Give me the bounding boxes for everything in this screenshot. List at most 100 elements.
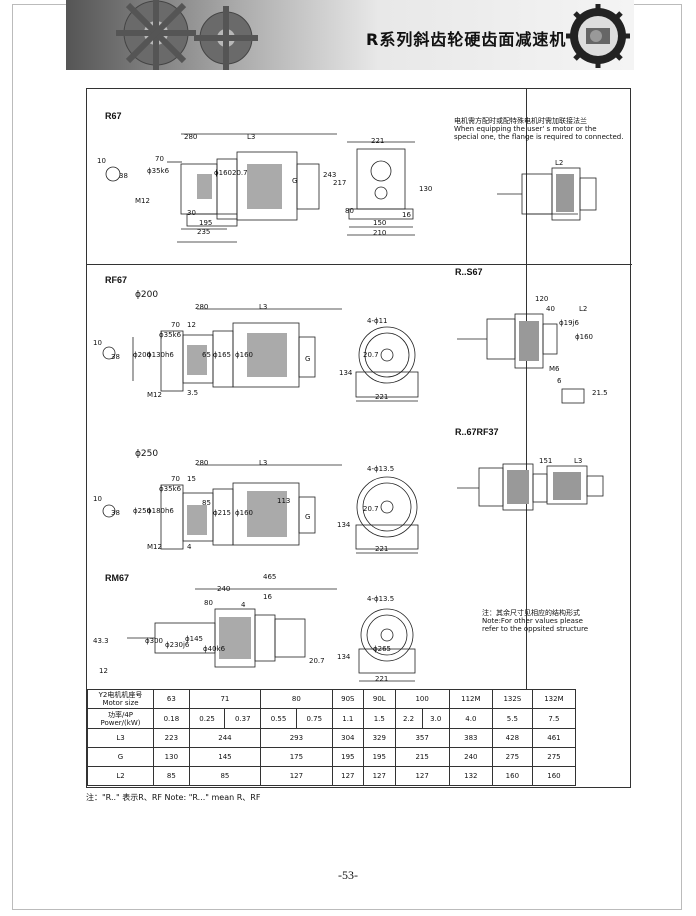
table-cell: 329 <box>363 728 396 748</box>
section-label-r67: R67 <box>105 111 122 121</box>
table-cell: 4.0 <box>448 708 493 729</box>
motor-note-en-2: special one, the flange is required to c… <box>454 133 624 141</box>
other-note-en-1: Note:For other values please <box>482 617 583 625</box>
dim-label: ϕ160 <box>575 333 593 341</box>
dim-label: 280 <box>195 459 209 467</box>
rf67-250-side-drawing <box>102 464 342 550</box>
dim-label: 20.7 <box>363 351 379 359</box>
dim-label: 120 <box>535 295 549 303</box>
dim-label: ϕ160 <box>235 351 253 359</box>
table-cell: 0.55 <box>260 708 297 729</box>
table-cell: 90S <box>331 689 365 709</box>
header-en: Motor size <box>102 699 139 707</box>
page-header: R系列斜齿轮硬齿面减速机 <box>66 0 634 70</box>
other-note-cn: 注：其余尺寸见相应的结构形式 <box>482 609 580 617</box>
motor-note-en-1: When equipping the user' s motor or the <box>454 125 597 133</box>
dim-label: ϕ160 <box>235 509 253 517</box>
dim-label: 243 <box>323 171 337 179</box>
drawing-area: R67 280 L3 70 10 38 M12 30 195 235 G ϕ35… <box>86 88 632 788</box>
table-cell: 3.0 <box>421 708 450 729</box>
table-cell: 160 <box>491 766 533 786</box>
table-cell: 0.75 <box>295 708 333 729</box>
dim-label: G <box>305 355 311 363</box>
table-cell: 85 <box>188 766 262 786</box>
page-title: R系列斜齿轮硬齿面减速机 <box>366 30 567 49</box>
table-row: L3 223 244 293 304 329 357 383 428 461 <box>87 728 577 748</box>
dim-label: M12 <box>147 543 162 551</box>
table-cell: 130 <box>153 747 190 767</box>
table-cell: 215 <box>394 747 450 767</box>
dim-label: 10 <box>97 157 106 165</box>
table-cell: 5.5 <box>491 708 533 729</box>
dim-label: ϕ265 <box>373 645 391 653</box>
rm67-side-drawing <box>127 588 337 668</box>
rm67-front-drawing <box>358 608 416 682</box>
table-cell: 71 <box>188 689 262 709</box>
dim-label: G <box>305 513 311 521</box>
table-cell: 461 <box>531 728 577 748</box>
row-divider <box>87 264 632 265</box>
section-label-rs67: R..S67 <box>455 267 483 277</box>
dim-label: 10 <box>93 339 102 347</box>
table-cell: 127 <box>394 766 450 786</box>
dim-label: L2 <box>555 159 564 167</box>
column-divider <box>526 89 527 689</box>
dim-label: 130 <box>419 185 433 193</box>
dim-label: ϕ130h6 <box>147 351 174 359</box>
dim-label: L3 <box>259 303 268 311</box>
table-cell: 195 <box>331 747 365 767</box>
rs67-drawing <box>457 313 585 404</box>
table-header-cell: L2 <box>87 766 154 786</box>
table-cell: 160 <box>531 766 577 786</box>
dim-label: 85 <box>202 499 211 507</box>
dim-label: ϕ215 <box>213 509 231 517</box>
table-cell: 428 <box>491 728 533 748</box>
rf67-200-side-drawing <box>102 308 342 392</box>
dim-label: L3 <box>247 133 256 141</box>
power-cn: 功率/4P <box>107 710 134 719</box>
dim-label: 40 <box>546 305 555 313</box>
dim-label: 465 <box>263 573 277 581</box>
table-header-cell: G <box>87 747 154 767</box>
dim-label: 10 <box>93 495 102 503</box>
other-values-note: 注：其余尺寸见相应的结构形式 Note:For other values ple… <box>482 609 622 633</box>
dim-label: ϕ180h6 <box>147 507 174 515</box>
dim-label: 221 <box>375 393 389 401</box>
table-cell: 112M <box>448 689 493 709</box>
r67rf37-drawing <box>457 463 604 511</box>
table-cell: 132M <box>531 689 577 709</box>
flange-drawing <box>497 167 597 221</box>
dim-label: 38 <box>111 353 120 361</box>
dim-label: 210 <box>373 229 387 237</box>
dim-label: L3 <box>259 459 268 467</box>
dim-label: 15 <box>187 475 196 483</box>
dim-label: 16 <box>263 593 272 601</box>
dim-label: 221 <box>375 675 389 683</box>
dim-label: ϕ35k6 <box>159 331 182 339</box>
dim-label: 16 <box>402 211 411 219</box>
dim-label: 4-ϕ13.5 <box>367 465 395 473</box>
table-cell: 223 <box>153 728 190 748</box>
power-en: Power/(kW) <box>100 718 141 727</box>
table-cell: 240 <box>448 747 493 767</box>
table-cell: 127 <box>363 766 396 786</box>
table-cell: 7.5 <box>531 708 577 729</box>
table-cell: 100 <box>394 689 450 709</box>
dim-label: L3 <box>574 457 583 465</box>
table-cell: 293 <box>260 728 333 748</box>
footnote: 注："R.." 表示R、RF Note: "R..." mean R、RF <box>86 793 261 802</box>
table-cell: 80 <box>260 689 333 709</box>
dim-label: ϕ165 <box>213 351 231 359</box>
dim-label: 6 <box>557 377 562 385</box>
header-cn: Y2电机机座号 <box>98 691 143 699</box>
dim-label: 3.5 <box>187 389 199 397</box>
dim-label: 38 <box>119 172 128 180</box>
dim-label: 4-ϕ13.5 <box>367 595 395 603</box>
table-cell: 195 <box>363 747 396 767</box>
dim-label: ϕ300 <box>145 637 163 645</box>
section-label-r67rf37: R..67RF37 <box>455 427 499 437</box>
dim-label: M12 <box>147 391 162 399</box>
dim-label: 113 <box>277 497 291 505</box>
